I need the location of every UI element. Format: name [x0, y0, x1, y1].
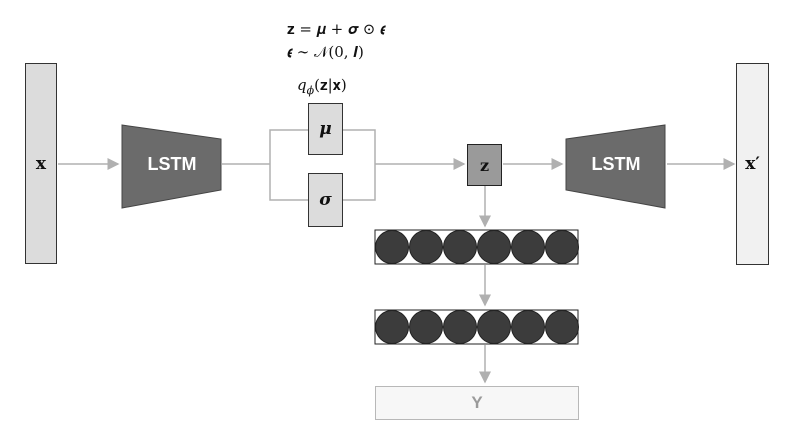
split-bracket-left: [269, 129, 308, 201]
neuron: [375, 230, 409, 264]
neuron: [443, 310, 477, 344]
neuron: [545, 230, 579, 264]
dense-layer-2: [374, 309, 579, 345]
latent-z-label: 𝐳: [479, 155, 490, 175]
split-bracket-right: [343, 129, 376, 201]
output-x-prime-box: 𝐱′: [736, 63, 769, 265]
neuron: [443, 230, 477, 264]
encoder-lstm-label: LSTM: [147, 153, 197, 174]
encoder-lstm-shape: [121, 124, 222, 209]
neuron: [511, 310, 545, 344]
output-x-prime-label: 𝐱′: [745, 154, 760, 174]
latent-z-box: 𝐳: [467, 144, 502, 186]
sigma-box: 𝝈: [308, 173, 343, 227]
posterior-args: (𝐳|𝐱): [314, 76, 347, 94]
neuron: [545, 310, 579, 344]
sigma-label: 𝝈: [319, 190, 332, 210]
posterior-phi: ϕ: [306, 84, 315, 97]
neuron: [409, 310, 443, 344]
mu-box: 𝝁: [308, 103, 343, 155]
prediction-y-label: Y: [471, 393, 483, 412]
reparameterization-equation: 𝐳 = 𝝁 + 𝝈 ⊙ 𝝐: [287, 20, 385, 38]
mu-label: 𝝁: [319, 119, 332, 139]
decoder-lstm-label: LSTM: [591, 153, 641, 174]
neuron: [511, 230, 545, 264]
input-x-label: 𝐱: [35, 153, 47, 174]
neuron: [375, 310, 409, 344]
prior-equation: 𝝐 ∼ 𝒩(0, 𝑰): [287, 43, 364, 61]
prediction-y-box: Y: [375, 386, 579, 420]
neuron: [477, 230, 511, 264]
posterior-label: qϕ(𝐳|𝐱): [297, 76, 347, 97]
dense-layer-1: [374, 229, 579, 265]
posterior-q: q: [297, 76, 307, 94]
input-x-box: 𝐱: [25, 63, 57, 264]
decoder-lstm-shape: [565, 124, 666, 209]
neuron: [477, 310, 511, 344]
neuron: [409, 230, 443, 264]
